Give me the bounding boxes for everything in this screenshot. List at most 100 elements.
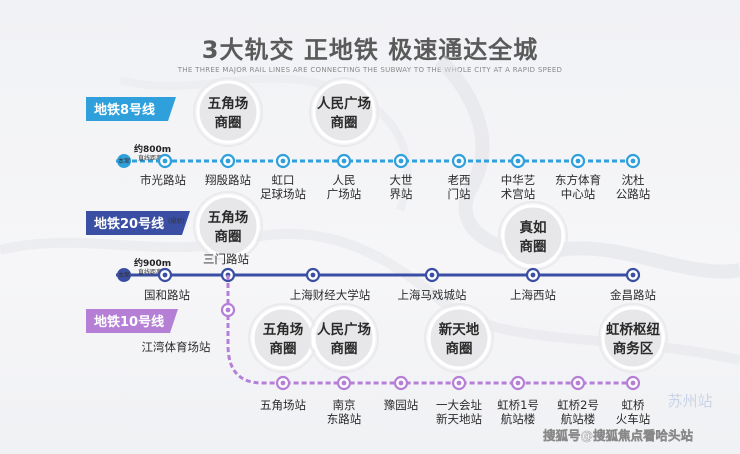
line10-path: [226, 275, 640, 385]
watermark-text: 搜狐号@搜狐焦点看哈头站: [543, 428, 694, 443]
station-dot-core: [341, 380, 347, 386]
line-tag-label: 地铁20号线: [94, 216, 164, 232]
circle-ring: [598, 303, 668, 373]
line-tag-bg: [86, 97, 176, 121]
station-label: 虹桥1号: [497, 398, 539, 412]
station-dot-core: [280, 158, 286, 164]
circle-bg: [427, 306, 491, 370]
circle-bg: [501, 204, 565, 268]
station-dot-core: [310, 272, 316, 278]
circle-ring: [309, 303, 379, 373]
circle-label: 商圈: [446, 340, 473, 357]
station-label: 大世: [390, 173, 413, 187]
circle-bg: [196, 194, 260, 258]
station-dot-core: [456, 158, 462, 164]
circle-label: 商务区: [613, 340, 654, 357]
home-badge-label: 本案: [118, 157, 130, 165]
line10-tag: 地铁10号线: [86, 309, 178, 333]
station-label: 人民: [333, 173, 356, 187]
distance-label: 直线距离: [138, 154, 162, 162]
line-tag-label: 地铁10号线: [94, 314, 164, 330]
station-label: 公路站: [616, 187, 651, 201]
circle-ring: [424, 303, 494, 373]
station-dot-core: [515, 380, 521, 386]
circle-bg: [601, 306, 665, 370]
station-dot-core: [630, 272, 636, 278]
line20-track: 本案约900m直线距离国和路站三门路站上海财经大学站上海马戏城站上海西站金昌路站: [116, 252, 656, 302]
road-shape: [0, 228, 740, 365]
line-tag-label: 地铁8号线: [94, 102, 155, 118]
circle-bg: [312, 306, 376, 370]
station-label: 火车站: [616, 412, 651, 426]
station-dot-core: [398, 380, 404, 386]
circle-label: 五角场: [208, 209, 249, 226]
station-dot-core: [398, 158, 404, 164]
station-label: 上海财经大学站: [290, 288, 371, 302]
station-dot-core: [530, 272, 536, 278]
station-label: 沈杜: [622, 173, 645, 187]
circle-bg: [196, 80, 260, 144]
station-dot-core: [225, 307, 231, 313]
circle-label: 人民广场: [317, 321, 371, 338]
station-label: 虹口: [272, 173, 295, 187]
page-title: 3大轨交 正地铁 极速通达全城: [201, 36, 539, 64]
station-label: 航站楼: [501, 412, 536, 426]
station-label: 江湾体育场站: [142, 340, 211, 354]
page-subtitle: THE THREE MAJOR RAIL LINES ARE CONNECTIN…: [177, 66, 563, 74]
circle-label: 虹桥枢纽: [606, 321, 660, 338]
circle-label: 商圈: [520, 238, 547, 255]
station-dot-core: [575, 158, 581, 164]
home-badge: [117, 268, 131, 282]
station-label: 五角场站: [260, 398, 306, 412]
station-label: 三门路站: [203, 252, 249, 266]
station-dot-core: [456, 380, 462, 386]
station-label: 足球场站: [260, 187, 306, 201]
station-dot-core: [162, 158, 168, 164]
line8-track: 本案约800m直线距离市光路站翔殷路站虹口足球场站人民广场站大世界站老西门站中华…: [116, 143, 651, 201]
circle-ring: [193, 77, 263, 147]
river-shape: [435, 55, 740, 279]
station-dot-core: [630, 158, 636, 164]
line-tag-bg: [86, 211, 190, 235]
station-label: 航站楼: [561, 412, 596, 426]
station-dot-core: [429, 272, 435, 278]
station-label: 术宫站: [501, 187, 536, 201]
circle-label: 商圈: [331, 340, 358, 357]
circle-label: 商圈: [331, 114, 358, 131]
station-label: 东方体育: [555, 173, 601, 187]
station-label: 一大会址: [436, 398, 482, 412]
circle-bg: [251, 306, 315, 370]
station-label: 南京: [333, 398, 356, 412]
home-badge: [117, 154, 131, 168]
circle-label: 真如: [520, 219, 547, 236]
line8-tag: 地铁8号线: [86, 97, 176, 121]
distance-label: 直线距离: [138, 268, 162, 276]
circle-label: 商圈: [270, 340, 297, 357]
distance-value: 约800m: [134, 143, 171, 155]
station-label: 门站: [448, 187, 471, 201]
circle-label: 人民广场: [317, 95, 371, 112]
line20-tag: 地铁20号线(规划): [86, 211, 190, 235]
station-dot-core: [575, 380, 581, 386]
circle-label: 新天地: [439, 321, 480, 338]
station-label: 界站: [390, 187, 413, 201]
station-label: 上海马戏城站: [398, 288, 467, 302]
station-dot-core: [341, 158, 347, 164]
station-label: 金昌路站: [610, 288, 656, 302]
circle-label: 商圈: [215, 114, 242, 131]
station-label: 豫园站: [384, 398, 419, 412]
circle-bg: [312, 80, 376, 144]
line10-track: 江湾体育场站五角场站南京东路站豫园站一大会址新天地站虹桥1号航站楼虹桥2号航站楼…: [142, 275, 651, 426]
circle-ring: [309, 77, 379, 147]
